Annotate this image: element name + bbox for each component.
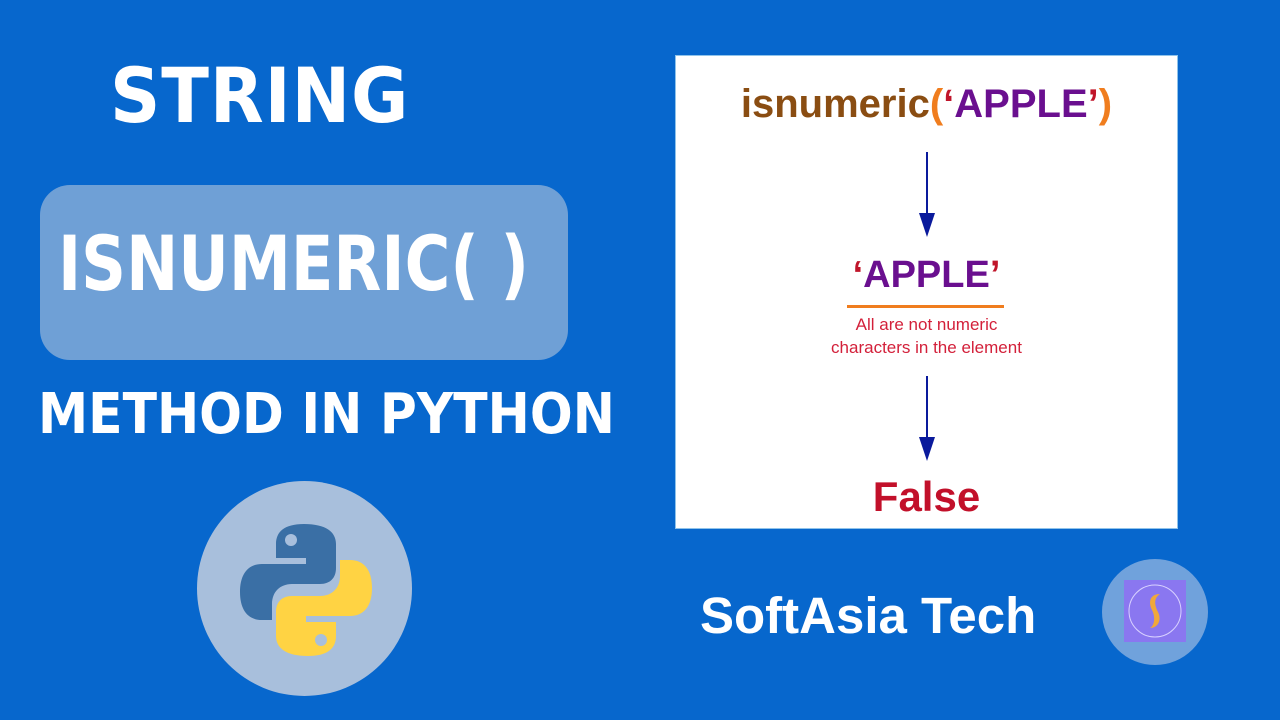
value-underline — [847, 305, 1004, 308]
brand-name: SoftAsia Tech — [700, 587, 1037, 644]
result-value: False — [872, 473, 981, 520]
value-argument: APPLE — [863, 254, 990, 296]
value-open-quote: ‘ — [852, 254, 864, 296]
string-value: ‘APPLE’ — [676, 256, 1177, 294]
open-quote: ‘ — [943, 82, 955, 126]
close-quote: ’ — [1087, 82, 1099, 126]
python-logo-badge — [197, 481, 412, 696]
softasia-s-logo-icon — [1124, 580, 1186, 642]
value-close-quote: ’ — [989, 254, 1001, 296]
example-card: isnumeric(‘APPLE’) ‘APPLE’ All are not n… — [675, 55, 1178, 529]
method-name-box — [40, 185, 568, 360]
title-string: STRING — [110, 51, 410, 140]
open-paren: ( — [929, 82, 944, 126]
subtitle: METHOD IN PYTHON — [38, 382, 615, 447]
note-line-1: All are not numeric — [855, 315, 998, 334]
arrow-down-icon — [919, 152, 935, 237]
explanation-note: All are not numeric characters in the el… — [676, 313, 1177, 359]
arrow-down-icon — [919, 376, 935, 461]
method-call: isnumeric(‘APPLE’) — [676, 84, 1177, 124]
note-line-2: characters in the element — [831, 338, 1022, 357]
argument: APPLE — [954, 82, 1088, 126]
python-logo-icon — [240, 524, 372, 656]
function-name: isnumeric — [740, 82, 930, 126]
method-name: ISNUMERIC( ) — [58, 219, 530, 308]
close-paren: ) — [1098, 82, 1113, 126]
